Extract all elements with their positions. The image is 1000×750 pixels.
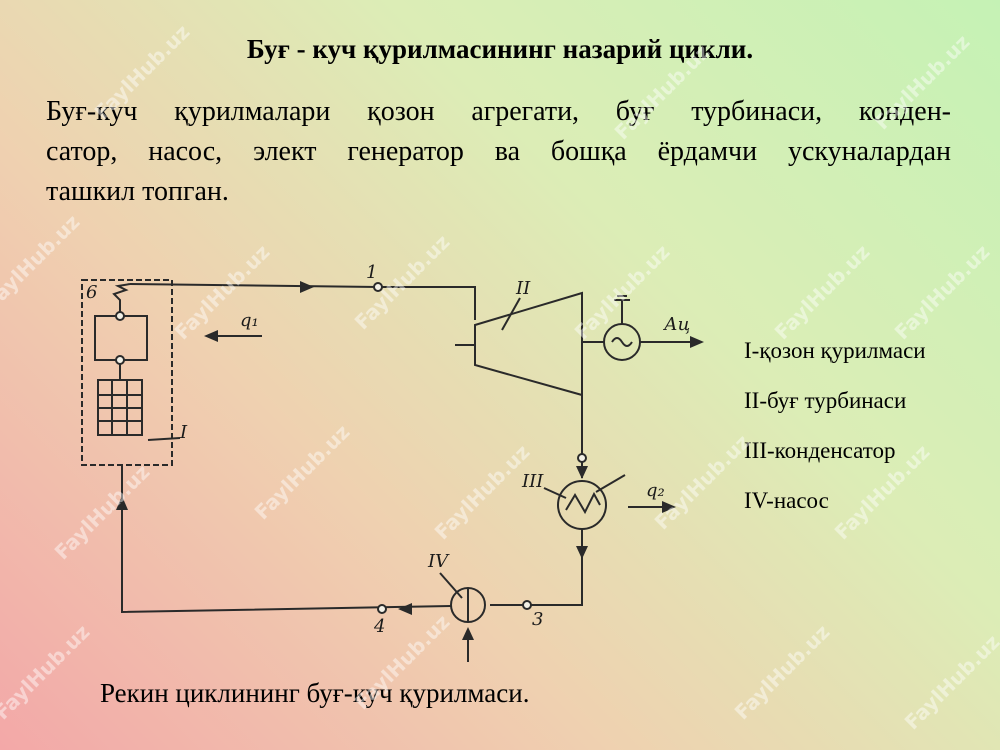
node-4 <box>377 604 387 614</box>
slide-title: Буғ - куч қурилмасининг назарий цикли. <box>246 34 754 64</box>
figure-caption: Рекин циклининг буғ-куч қурилмаси. <box>100 678 530 708</box>
node-2 <box>577 453 587 463</box>
node-drum-bottom <box>115 355 125 365</box>
intro-line-2: сатор, насос, элект генератор ва бошқа ё… <box>46 136 951 167</box>
label-6: 6 <box>86 282 97 303</box>
flow-arrow-exhaust <box>576 466 588 479</box>
boiler-frame <box>81 279 173 466</box>
label-1: 1 <box>366 262 377 283</box>
node-6 <box>115 311 125 321</box>
flow-arrow-pump-in <box>462 627 474 640</box>
intro-line-3: ташкил топган. <box>46 176 229 207</box>
flow-arrow-feed-up <box>116 496 128 510</box>
label-aq: Ац <box>662 314 690 335</box>
label-pump: IV <box>427 551 450 572</box>
feedwater-line <box>121 465 452 614</box>
label-condenser: III <box>521 471 544 492</box>
label-boiler: I <box>179 422 188 443</box>
superheater-coil <box>112 283 131 316</box>
intro-line-1: Буғ-куч қурилмалари қозон агрегати, буғ … <box>46 96 951 127</box>
flow-arrow-steam <box>300 281 314 293</box>
node-3 <box>522 600 532 610</box>
label-turbine: II <box>515 278 531 299</box>
legend-item-turbine: II-буғ турбинаси <box>744 388 907 413</box>
legend-item-condenser: III-конденсатор <box>744 438 896 463</box>
legend-item-boiler: I-қозон қурилмаси <box>744 338 926 363</box>
steam-line <box>129 283 476 320</box>
legend: I-қозон қурилмаси II-буғ турбинаси III-к… <box>744 326 926 526</box>
flow-arrow-q1 <box>204 330 218 342</box>
turbine <box>474 291 583 397</box>
boiler-drum <box>94 315 148 361</box>
label-4: 4 <box>373 616 385 637</box>
label-q2: q₂ <box>646 480 665 501</box>
label-q1: q₁ <box>240 310 259 331</box>
flow-arrow-feed-left <box>398 603 412 615</box>
node-1 <box>373 282 383 292</box>
flow-arrow-q2 <box>662 501 676 513</box>
legend-item-pump: IV-насос <box>744 488 829 513</box>
condensate-line <box>490 529 583 606</box>
label-3: 3 <box>532 609 543 630</box>
intro-paragraph: Буғ-куч қурилмалари қозон агрегати, буғ … <box>46 92 951 212</box>
flow-arrow-generator <box>690 336 704 348</box>
flow-arrow-condensate <box>576 546 588 559</box>
